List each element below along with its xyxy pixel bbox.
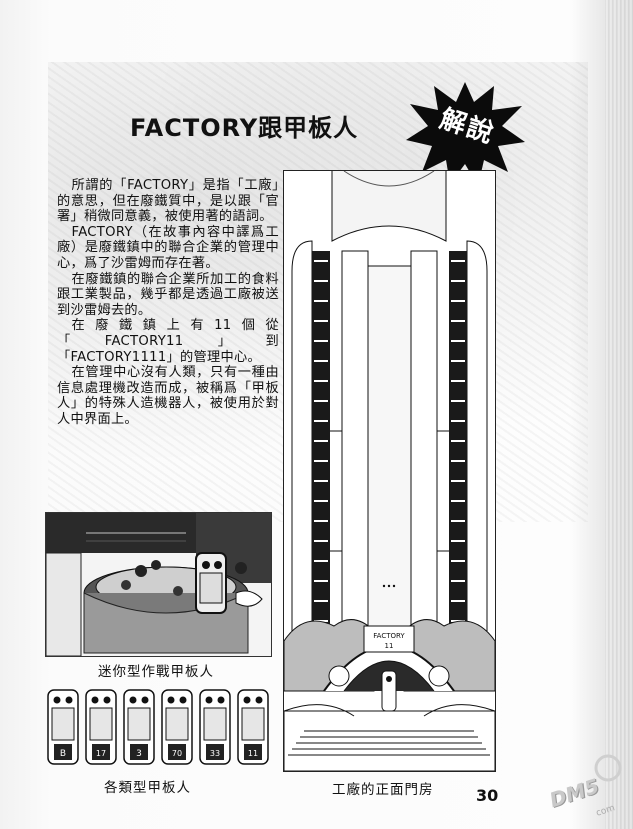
paragraph-1: 所謂的「FACTORY」是指「工廠」的意思，但在廢鐵質中，是以跟「官署」稍微同意…: [57, 178, 279, 225]
paragraph-5: 在管理中心沒有人類，只有一種由信息處理機改造而成，被稱爲「甲板人」的特殊人造機器…: [57, 365, 279, 427]
page-number: 30: [476, 786, 499, 805]
deckman-types-illustration: B 17 3 70 33 11: [47, 689, 269, 765]
watermark-logo-icon: [594, 754, 622, 782]
factory-gate-drawing: FACTORY 11: [284, 171, 495, 771]
deckman-robot-4: 70: [161, 689, 193, 765]
deckman-types-caption: 各類型甲板人: [104, 780, 191, 796]
deckman-robot-6: 11: [237, 689, 269, 765]
deckman-robot-1: B: [47, 689, 79, 765]
starburst-badge: [406, 82, 525, 186]
robot-number-2: 17: [96, 749, 106, 758]
mini-deckman-illustration: [45, 512, 272, 657]
paragraph-3: 在廢鐵鎮的聯合企業所加工的食料跟工業製品，幾乎都是透過工廠被送到沙雷姆去的。: [57, 271, 279, 318]
robot-number-1: B: [60, 749, 66, 759]
article-title: FACTORY跟甲板人: [130, 114, 359, 142]
article-body: 所謂的「FACTORY」是指「工廠」的意思，但在廢鐵質中，是以跟「官署」稍微同意…: [57, 178, 279, 428]
control-room-drawing: [46, 513, 271, 656]
deckman-robot-2: 17: [85, 689, 117, 765]
robot-number-4: 70: [172, 749, 182, 758]
robot-number-3: 3: [136, 749, 142, 759]
deckman-robot-5: 33: [199, 689, 231, 765]
paragraph-2: FACTORY（在故事內容中譯爲工廠）是廢鐵鎮中的聯合企業的管理中心，爲了沙雷姆…: [57, 224, 279, 271]
robot-number-6: 11: [248, 749, 258, 758]
factory-sign-text: FACTORY: [373, 632, 405, 640]
mini-deckman-caption: 迷你型作戰甲板人: [98, 664, 214, 680]
factory-gate-caption: 工廠的正面門房: [332, 782, 434, 798]
deckman-robot-3: 3: [123, 689, 155, 765]
paragraph-4: 在廢鐵鎮上有11個從「FACTORY11」到「FACTORY1111」的管理中心…: [57, 318, 279, 365]
robot-number-5: 33: [210, 749, 220, 758]
factory-gate-illustration: FACTORY 11: [283, 170, 496, 772]
factory-sign-number: 11: [385, 642, 394, 650]
page-edges: [605, 0, 633, 829]
